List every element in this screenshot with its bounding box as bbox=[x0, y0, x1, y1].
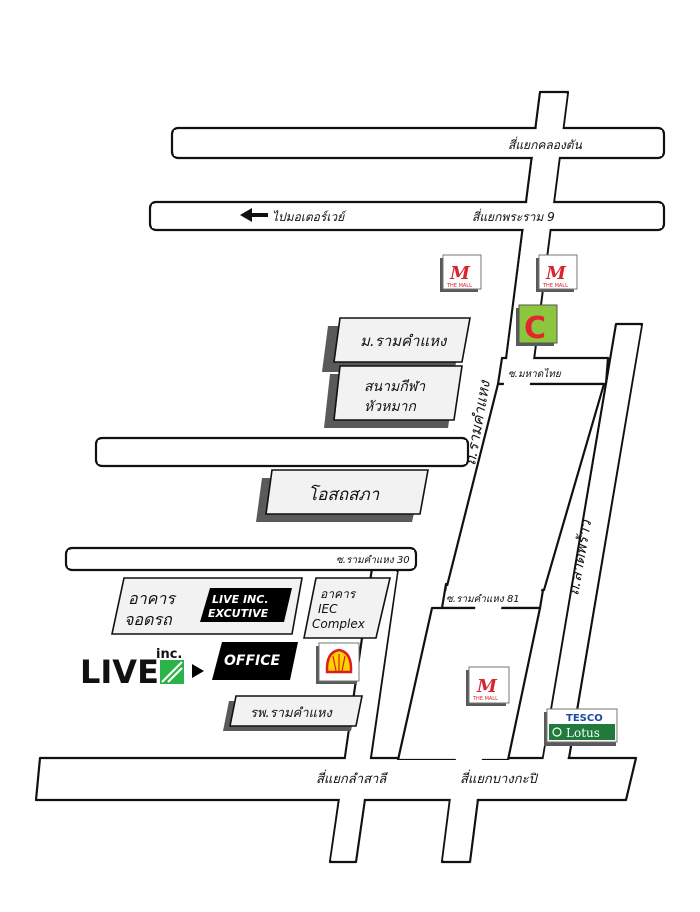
svg-text:M: M bbox=[449, 263, 471, 284]
place-iec-line3: Complex bbox=[312, 617, 366, 631]
svg-text:C: C bbox=[524, 311, 546, 346]
place-office bbox=[212, 642, 298, 680]
place-ramkhamhaeng-university-label: ม.รามคำแหง bbox=[360, 332, 448, 350]
place-hospital-label: รพ.รามคำแหง bbox=[250, 706, 333, 721]
arrow-left-icon bbox=[240, 208, 268, 222]
triangle-arrow-icon bbox=[192, 664, 204, 678]
svg-text:THE MALL: THE MALL bbox=[542, 283, 568, 289]
svg-text:TESCO: TESCO bbox=[566, 713, 603, 724]
label-lamsali: สี่แยกลำสาลี bbox=[316, 769, 388, 787]
place-huamark-stadium-line1: สนามกีฬา bbox=[364, 379, 426, 395]
place-osotsapa bbox=[265, 469, 429, 515]
place-iec-line2: IEC bbox=[318, 602, 338, 616]
place-ramkhamhaeng-university bbox=[333, 317, 471, 363]
svg-text:THE MALL: THE MALL bbox=[472, 696, 498, 702]
place-parking-line2: จอดรถ bbox=[124, 610, 173, 629]
place-office-label: OFFICE bbox=[224, 653, 281, 669]
svg-text:THE MALL: THE MALL bbox=[446, 283, 472, 289]
svg-text:M: M bbox=[476, 676, 498, 697]
label-bangkapi: สี่แยกบางกะปิ bbox=[460, 769, 539, 787]
the-mall-logo-2: M THE MALL bbox=[536, 254, 578, 292]
svg-text:Lotus: Lotus bbox=[566, 726, 600, 740]
place-iec-complex bbox=[303, 577, 392, 639]
shell-logo bbox=[316, 642, 360, 684]
label-soi-ram30: ซ.รามคำแหง 30 bbox=[336, 554, 410, 566]
label-to-motorway: ไปมอเตอร์เวย์ bbox=[272, 210, 347, 224]
live-inc-logo: LIVE inc. bbox=[80, 647, 184, 691]
the-mall-logo-3: M THE MALL bbox=[466, 666, 510, 706]
label-phraram9: สี่แยกพระราม 9 bbox=[472, 208, 555, 224]
tesco-lotus-logo: TESCO Lotus bbox=[544, 708, 618, 746]
place-huamark-stadium bbox=[333, 365, 463, 421]
place-iec-line1: อาคาร bbox=[320, 587, 357, 601]
live-logo-text: LIVE bbox=[80, 653, 159, 691]
label-soi-ram81: ซ.รามคำแหง 81 bbox=[446, 593, 520, 605]
place-live-executive bbox=[200, 588, 292, 622]
place-huamark-stadium-line2: หัวหมาก bbox=[364, 399, 417, 415]
place-parking-line1: อาคาร bbox=[128, 589, 177, 608]
big-c-logo: C bbox=[516, 304, 558, 346]
place-osotsapa-label: โอสถสภา bbox=[308, 484, 380, 505]
place-live-executive-line2: EXCUTIVE bbox=[208, 607, 269, 620]
label-khlongtan: สี่แยกคลองตัน bbox=[508, 136, 583, 152]
label-soi-mahatthai: ซ.มหาดไทย bbox=[508, 368, 562, 380]
svg-text:M: M bbox=[545, 263, 567, 284]
place-ramkhamhaeng-hospital bbox=[229, 695, 363, 727]
live-logo-inc: inc. bbox=[156, 647, 182, 662]
place-live-executive-line1: LIVE INC. bbox=[212, 593, 269, 606]
the-mall-logo-1: M THE MALL bbox=[440, 254, 482, 292]
